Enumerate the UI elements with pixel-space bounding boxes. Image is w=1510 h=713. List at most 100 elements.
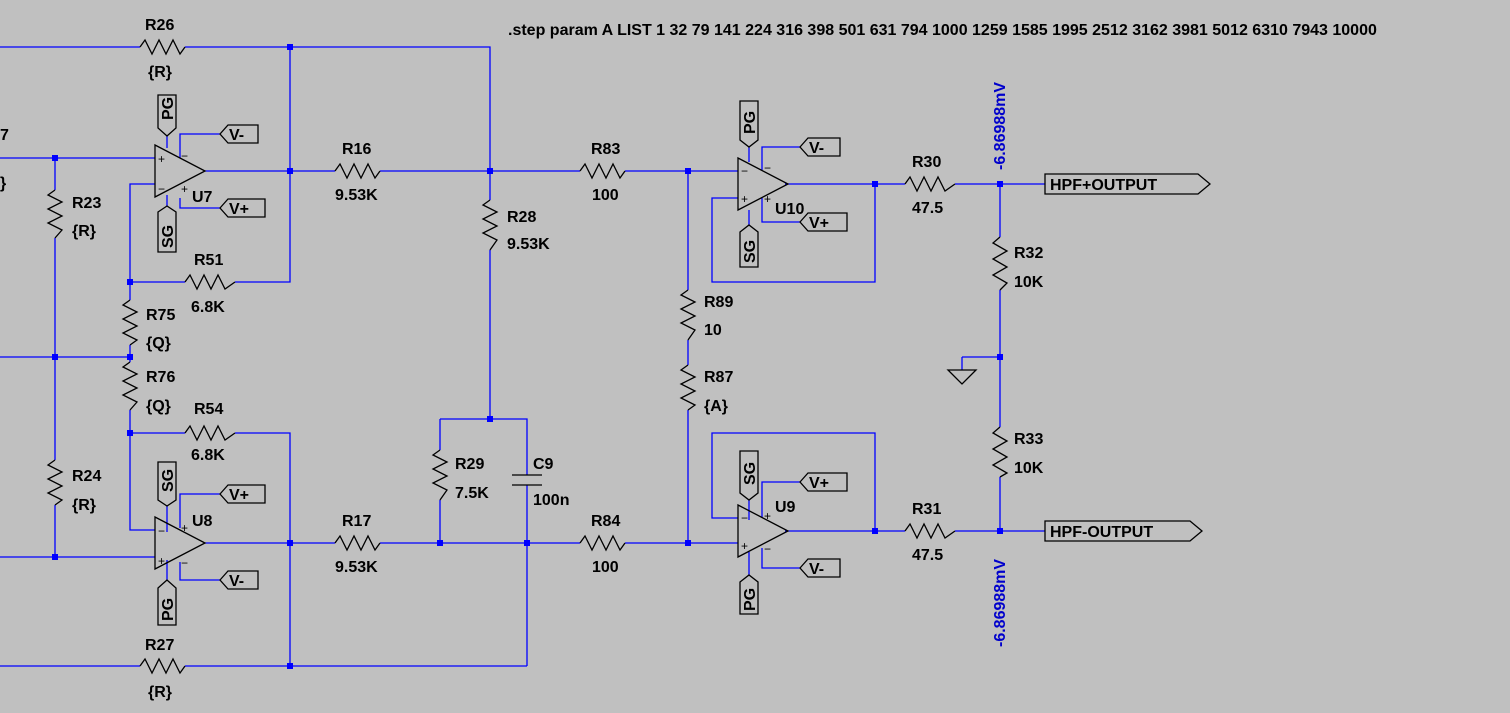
svg-text:PG: PG <box>160 97 177 120</box>
svg-text:PG: PG <box>742 111 759 134</box>
svg-text:+: + <box>764 509 771 523</box>
r23-ref: R23 <box>72 195 101 212</box>
svg-text:−: − <box>764 542 771 556</box>
r75-value: {Q} <box>146 335 171 352</box>
component-labels: .step param A LIST 1 32 79 141 224 316 3… <box>0 17 1377 701</box>
power-flags: PG SG V- V+ SG PG V+ V- <box>157 94 848 626</box>
r27-value: {R} <box>148 684 172 701</box>
flag-u7-vminus: V- <box>219 124 259 144</box>
flag-u9-pg: PG <box>739 574 759 615</box>
svg-text:−: − <box>158 182 165 196</box>
resistor-r83 <box>579 162 626 180</box>
resistor-r28 <box>481 199 499 251</box>
resistor-r33 <box>991 426 1009 478</box>
flag-u9-sg: SG <box>739 450 759 501</box>
svg-text:−: − <box>741 511 748 525</box>
opamp-symbols <box>154 143 790 571</box>
r76-value: {Q} <box>146 398 171 415</box>
r30-ref: R30 <box>912 154 941 171</box>
resistor-r75 <box>121 299 139 346</box>
r24-ref: R24 <box>72 468 101 485</box>
svg-text:V-: V- <box>809 561 824 578</box>
svg-text:SG: SG <box>160 469 177 492</box>
svg-text:−: − <box>764 161 771 175</box>
svg-text:V+: V+ <box>229 487 249 504</box>
r24-value: {R} <box>72 497 96 514</box>
r33-value: 10K <box>1014 460 1044 477</box>
resistor-symbols <box>46 38 1009 675</box>
r26-value: {R} <box>148 64 172 81</box>
opamp-u7 <box>154 143 207 199</box>
svg-text:SG: SG <box>742 462 759 485</box>
svg-text:−: − <box>158 524 165 538</box>
flag-u7-sg: SG <box>157 205 177 253</box>
capacitor-c9 <box>512 474 542 486</box>
resistor-r17 <box>334 534 381 552</box>
port-hpf-minus-output: HPF-OUTPUT <box>1044 520 1204 542</box>
flag-u10-pg: PG <box>739 100 759 148</box>
r54-value: 6.8K <box>191 447 225 464</box>
resistor-r84 <box>579 534 626 552</box>
flag-u8-vplus: V+ <box>219 484 266 504</box>
r87-value: {A} <box>704 398 728 415</box>
c9-ref: C9 <box>533 456 554 473</box>
svg-text:V-: V- <box>229 127 244 144</box>
r84-value: 100 <box>592 559 619 576</box>
svg-text:V-: V- <box>229 573 244 590</box>
r17-value: 9.53K <box>335 559 378 576</box>
r29-value: 7.5K <box>455 485 489 502</box>
svg-text:+: + <box>158 554 165 568</box>
resistor-r89 <box>679 289 697 341</box>
r54-ref: R54 <box>194 401 223 418</box>
r32-ref: R32 <box>1014 245 1043 262</box>
flag-u8-pg: PG <box>157 579 177 626</box>
flag-u10-vminus: V- <box>799 137 841 157</box>
voltage-probe-bottom: -6.86988mV <box>992 559 1009 647</box>
step-directive: .step param A LIST 1 32 79 141 224 316 3… <box>508 22 1377 39</box>
wires <box>0 46 1045 667</box>
r16-value: 9.53K <box>335 187 378 204</box>
resistor-r23 <box>46 189 64 239</box>
u8-ref: U8 <box>192 513 213 530</box>
resistor-r16 <box>334 162 381 180</box>
resistor-r76 <box>121 361 139 411</box>
r83-ref: R83 <box>591 141 620 158</box>
u7-ref: U7 <box>192 189 213 206</box>
flag-u9-vplus: V+ <box>799 472 848 492</box>
edge-fragment-top: 7 <box>0 127 9 144</box>
opamp-u10 <box>737 156 790 212</box>
r83-value: 100 <box>592 187 619 204</box>
flag-u9-vminus: V- <box>799 558 841 578</box>
flag-u10-sg: SG <box>739 224 759 268</box>
svg-text:PG: PG <box>160 598 177 621</box>
opamp-u9 <box>737 503 790 559</box>
flag-u8-sg: SG <box>157 461 177 507</box>
r31-ref: R31 <box>912 501 941 518</box>
svg-text:+: + <box>181 521 188 535</box>
flag-u7-pg: PG <box>157 94 177 137</box>
r16-ref: R16 <box>342 141 371 158</box>
svg-text:HPF-OUTPUT: HPF-OUTPUT <box>1050 524 1153 541</box>
r84-ref: R84 <box>591 513 620 530</box>
r28-value: 9.53K <box>507 236 550 253</box>
u10-ref: U10 <box>775 201 804 218</box>
flag-u10-vplus: V+ <box>799 212 848 232</box>
resistor-r30 <box>904 175 956 193</box>
r51-value: 6.8K <box>191 299 225 316</box>
r32-value: 10K <box>1014 274 1044 291</box>
resistor-r32 <box>991 236 1009 291</box>
svg-text:−: − <box>181 149 188 163</box>
svg-text:+: + <box>764 192 771 206</box>
svg-text:HPF+OUTPUT: HPF+OUTPUT <box>1050 177 1157 194</box>
r76-ref: R76 <box>146 369 175 386</box>
resistor-r27 <box>139 657 186 675</box>
flag-u8-vminus: V- <box>219 570 259 590</box>
r51-ref: R51 <box>194 252 223 269</box>
resistor-r26 <box>139 38 186 56</box>
r87-ref: R87 <box>704 369 733 386</box>
r27-ref: R27 <box>145 637 174 654</box>
resistor-r87 <box>679 364 697 411</box>
r75-ref: R75 <box>146 307 175 324</box>
svg-text:SG: SG <box>160 225 177 248</box>
